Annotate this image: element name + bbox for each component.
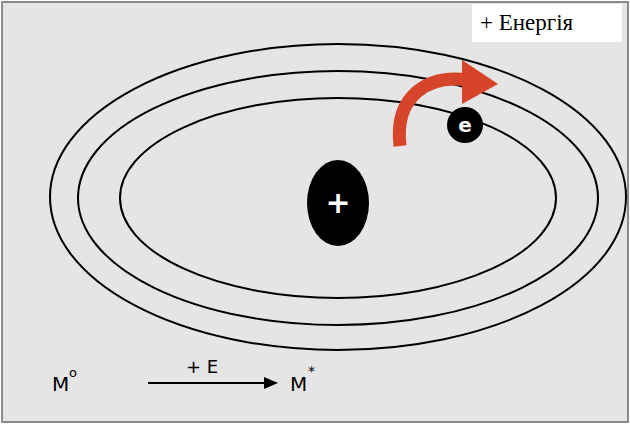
energy-arrowhead xyxy=(462,60,498,104)
label-ground xyxy=(472,4,622,42)
nucleus-symbol: + xyxy=(325,188,350,218)
state-symbol: M xyxy=(290,374,307,394)
reaction-arrowhead xyxy=(264,377,278,389)
inner-orbit xyxy=(120,98,556,298)
electron: e xyxy=(447,107,483,143)
nucleus-outline xyxy=(307,160,369,246)
energy-label: + Енергія xyxy=(480,11,573,34)
reaction-arrow xyxy=(148,382,268,384)
energy-term: + E xyxy=(186,358,218,376)
ground-state-mark: o xyxy=(69,366,77,379)
nucleus: + xyxy=(307,160,369,246)
electron-symbol: e xyxy=(458,115,472,135)
middle-orbit xyxy=(78,71,598,325)
outer-orbit xyxy=(50,44,626,350)
excited-state-mark: * xyxy=(308,364,315,378)
state-symbol: M xyxy=(52,374,69,394)
electron-outline xyxy=(447,107,483,143)
